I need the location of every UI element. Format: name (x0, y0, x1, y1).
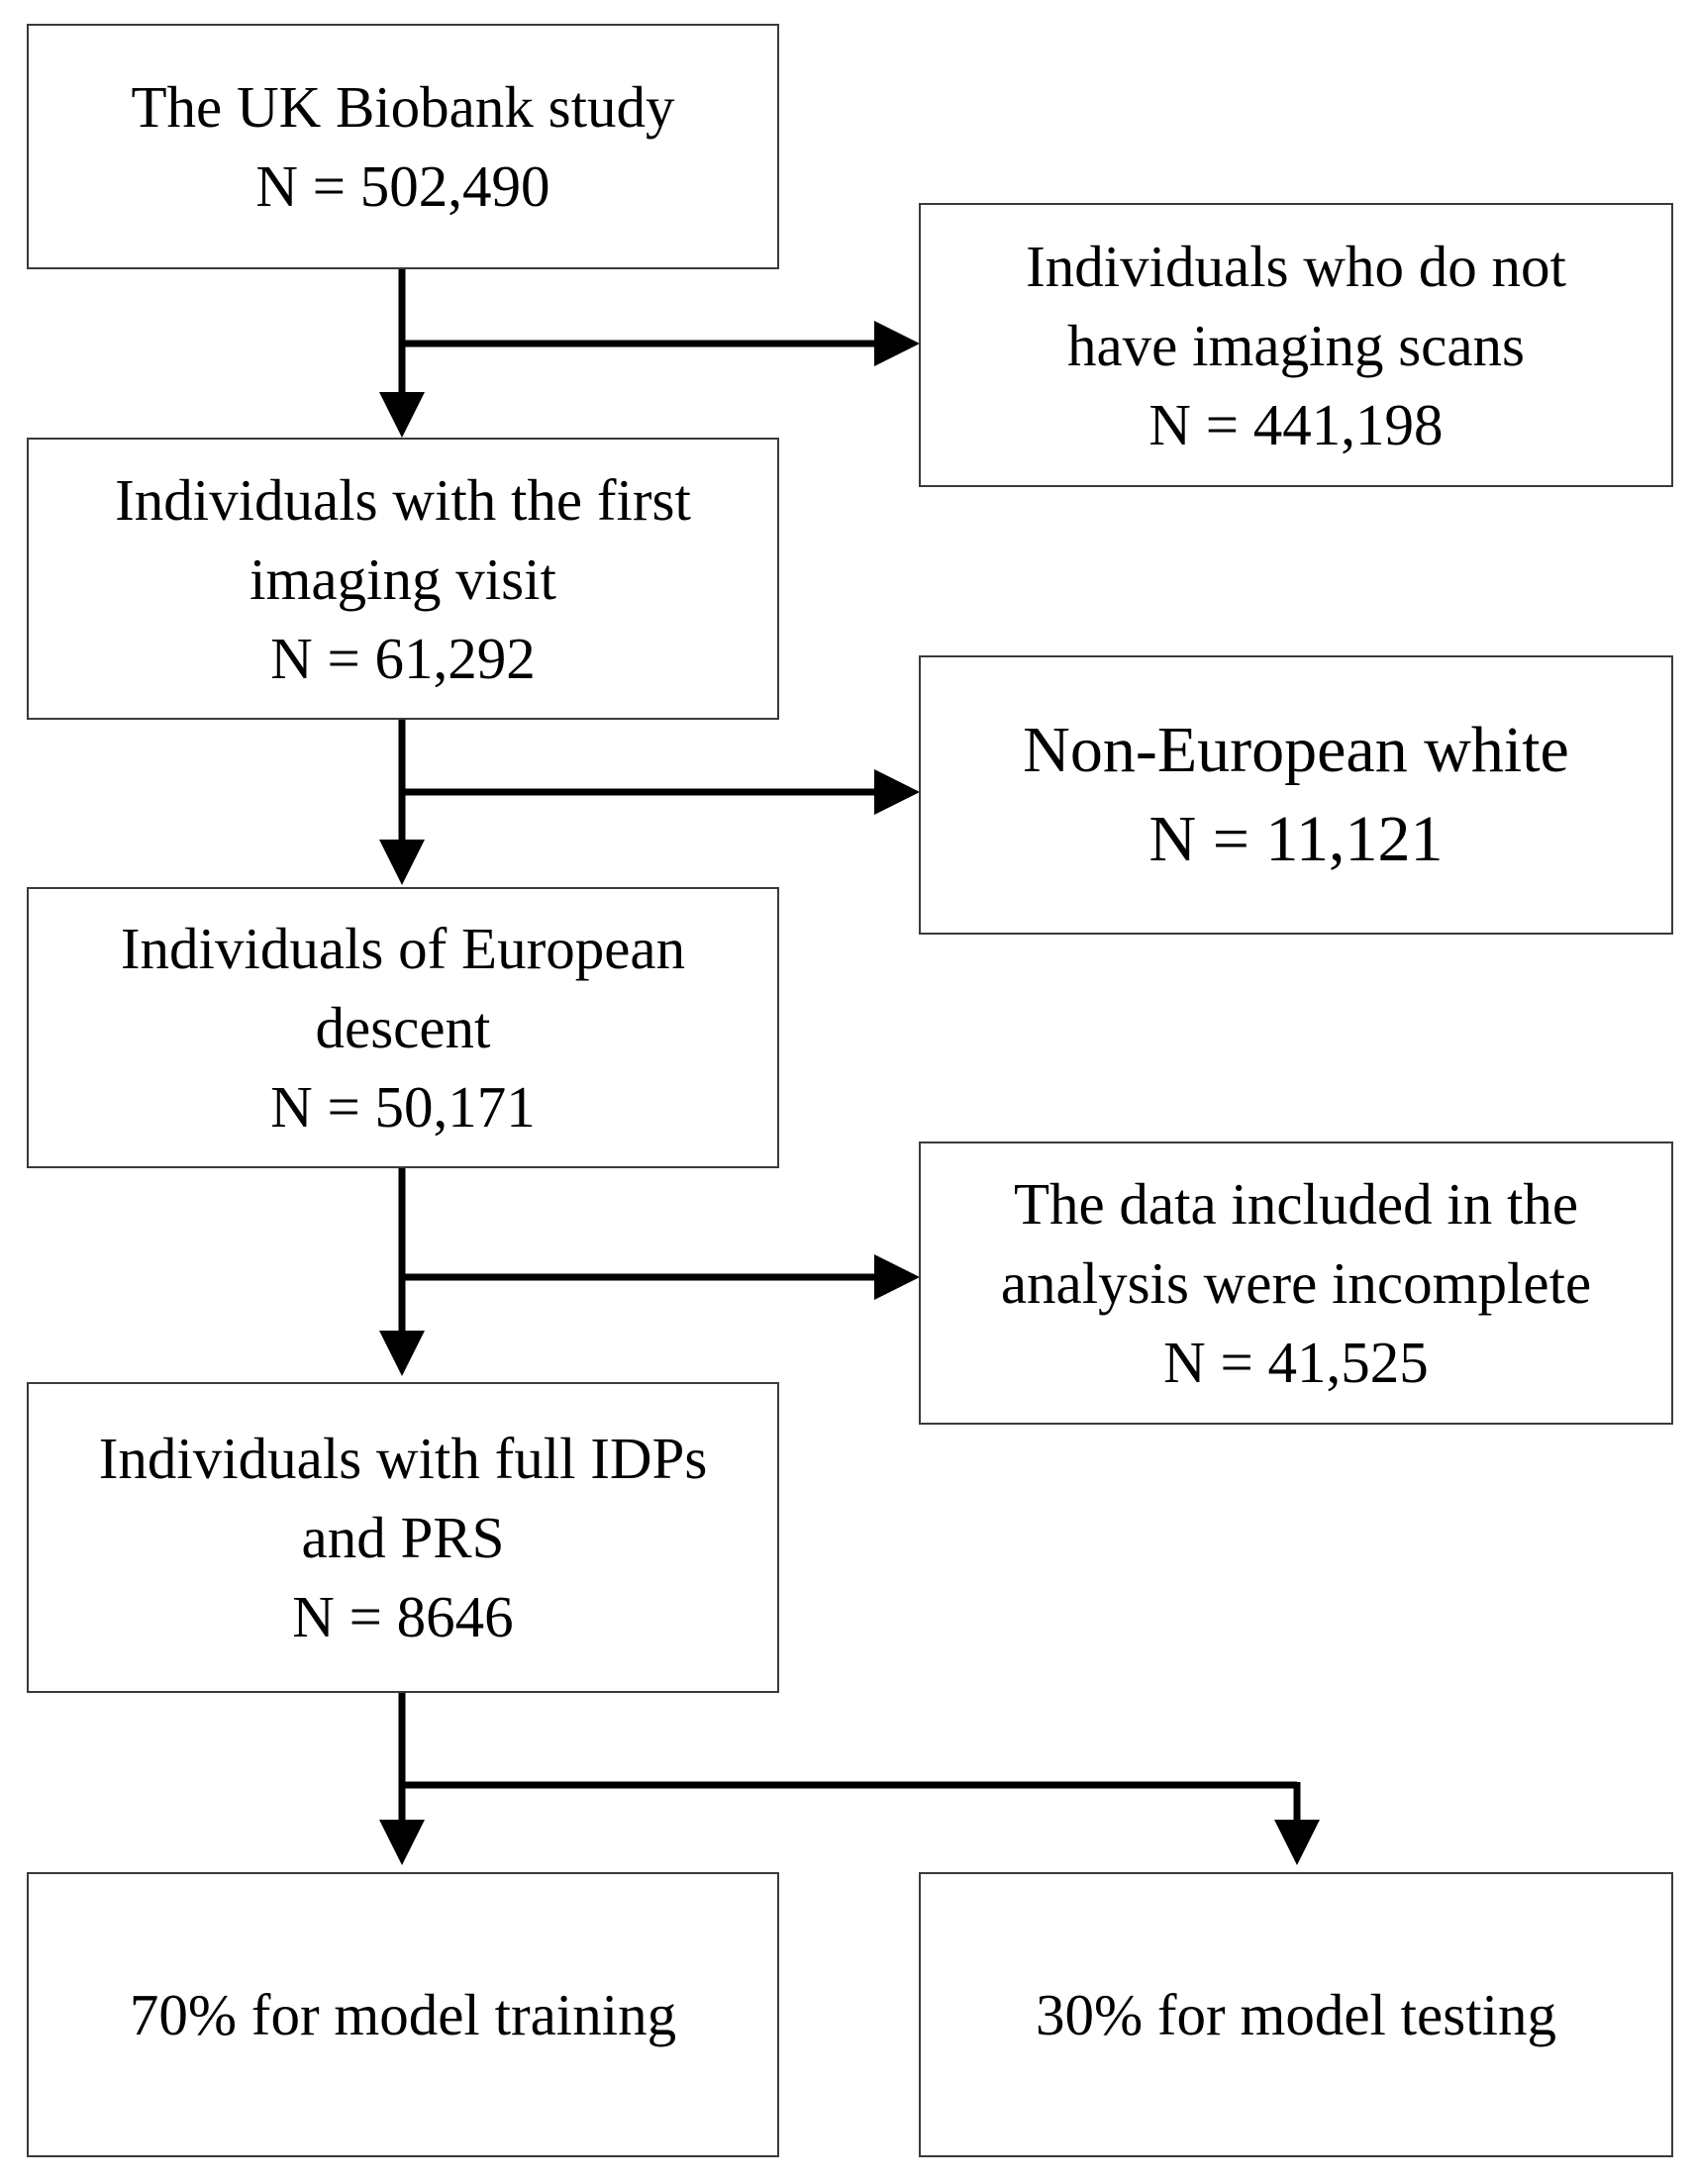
arrowhead-to-european (379, 840, 425, 885)
non-european-label: Non-European white (1023, 714, 1569, 786)
study-title: The UK Biobank study (131, 74, 675, 140)
arrowhead-to-full-idps (379, 1331, 425, 1376)
arrowhead-to-non-european (874, 769, 920, 815)
european-label-2: descent (315, 995, 491, 1060)
box-model-testing: 30% for model testing (919, 1872, 1673, 2157)
arrowhead-to-testing (1274, 1820, 1320, 1865)
non-european-count: N = 11,121 (1148, 803, 1444, 875)
study-count: N = 502,490 (255, 153, 550, 219)
incomplete-label-2: analysis were incomplete (1000, 1250, 1592, 1316)
box-uk-biobank-study: The UK Biobank study N = 502,490 (27, 24, 779, 269)
first-imaging-label-2: imaging visit (249, 546, 556, 612)
box-no-imaging-scans: Individuals who do not have imaging scan… (919, 203, 1673, 487)
first-imaging-count: N = 61,292 (270, 625, 536, 691)
box-non-european-white: Non-European white N = 11,121 (919, 655, 1673, 935)
european-label-1: Individuals of European (120, 916, 686, 981)
training-label: 70% for model training (129, 1982, 677, 2047)
full-idps-count: N = 8646 (292, 1584, 514, 1649)
full-idps-label-2: and PRS (301, 1505, 505, 1570)
arrowhead-to-incomplete (874, 1254, 920, 1300)
box-model-training: 70% for model training (27, 1872, 779, 2157)
incomplete-count: N = 41,525 (1163, 1330, 1429, 1395)
first-imaging-label-1: Individuals with the first (115, 466, 691, 533)
european-count: N = 50,171 (270, 1074, 536, 1140)
no-imaging-label-2: have imaging scans (1066, 312, 1526, 378)
no-imaging-count: N = 441,198 (1148, 391, 1444, 457)
box-european-descent: Individuals of European descent N = 50,1… (27, 887, 779, 1168)
box-incomplete-data: The data included in the analysis were i… (919, 1142, 1673, 1425)
no-imaging-label-1: Individuals who do not (1026, 233, 1566, 299)
box-first-imaging-visit: Individuals with the first imaging visit… (27, 438, 779, 720)
arrowhead-to-no-imaging (874, 321, 920, 366)
full-idps-label-1: Individuals with full IDPs (98, 1426, 708, 1491)
box-full-idps-and-prs: Individuals with full IDPs and PRS N = 8… (27, 1382, 779, 1693)
incomplete-label-1: The data included in the (1013, 1171, 1579, 1237)
arrowhead-to-first-imaging (379, 392, 425, 438)
testing-label: 30% for model testing (1036, 1982, 1556, 2047)
arrowhead-to-training (379, 1820, 425, 1865)
